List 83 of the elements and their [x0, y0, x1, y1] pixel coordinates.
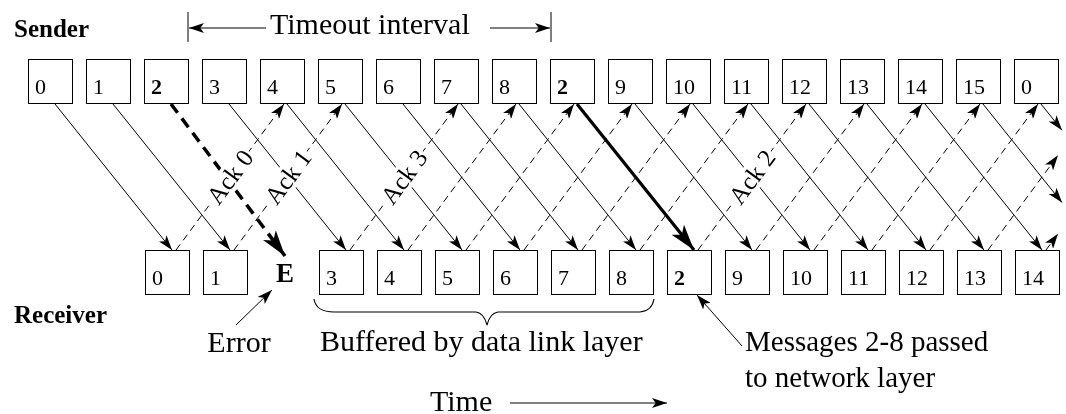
arrow	[696, 294, 743, 347]
error-label: Error	[207, 324, 271, 361]
frame-box	[28, 59, 73, 104]
frame-number: 13	[847, 75, 869, 98]
frame-number: 9	[615, 75, 626, 98]
frame-box	[435, 250, 480, 295]
arrow	[286, 103, 405, 251]
frame-box	[376, 59, 421, 104]
frame-box	[724, 59, 769, 104]
frame-box	[609, 250, 654, 295]
arrow	[982, 103, 1063, 204]
frame-box	[783, 250, 828, 295]
frame-number: 10	[790, 266, 812, 289]
frame-number: 5	[442, 266, 453, 289]
frame-number: 3	[209, 75, 220, 98]
frame-box	[319, 250, 364, 295]
sender-label: Sender	[14, 16, 89, 41]
frame-number: 7	[558, 266, 569, 289]
frame-number: 8	[616, 266, 627, 289]
frame-number: 0	[35, 75, 46, 98]
frame-number: 0	[152, 266, 163, 289]
frame-box	[86, 59, 131, 104]
frame-number: 9	[732, 266, 743, 289]
frame-number: 14	[1022, 266, 1044, 289]
arrow	[1040, 103, 1063, 131]
arrow	[1045, 233, 1059, 251]
frame-number: 13	[964, 266, 986, 289]
frame-number: 1	[210, 266, 221, 289]
frame-box	[666, 59, 711, 104]
frame-box	[550, 59, 595, 104]
frame-number: 12	[906, 266, 928, 289]
receiver-label: Receiver	[14, 302, 107, 327]
frame-box	[898, 59, 943, 104]
frame-box	[318, 59, 363, 104]
frame-box	[725, 250, 770, 295]
arrow	[54, 103, 173, 251]
frame-number: 11	[731, 75, 753, 98]
frame-number: 8	[499, 75, 510, 98]
frame-box	[841, 250, 886, 295]
frame-box	[260, 59, 305, 104]
frame-box	[608, 59, 653, 104]
dimension-label: Timeout interval	[270, 9, 470, 39]
note-text: Messages 2-8 passed to network layer	[745, 323, 990, 395]
axis-label: Time	[430, 386, 493, 414]
frame-number: 15	[963, 75, 985, 98]
frame-box	[1015, 250, 1060, 295]
frame-number: 0	[1021, 75, 1032, 98]
frame-number: 5	[325, 75, 336, 98]
frame-box	[202, 59, 247, 104]
frame-number: 2	[674, 266, 685, 289]
frame-number: 14	[905, 75, 927, 98]
frame-box	[957, 250, 1002, 295]
frame-number: 12	[789, 75, 811, 98]
frame-number: 4	[267, 75, 278, 98]
frame-number: 1	[93, 75, 104, 98]
frame-number: 4	[384, 266, 395, 289]
arrow	[987, 154, 1059, 251]
frame-box	[782, 59, 827, 104]
frame-box	[899, 250, 944, 295]
frame-box	[840, 59, 885, 104]
frame-box	[492, 59, 537, 104]
arrow	[112, 103, 231, 251]
frame-box	[434, 59, 479, 104]
frame-box	[145, 250, 190, 295]
frame-box	[956, 59, 1001, 104]
frame-number: 10	[673, 75, 695, 98]
frame-box	[203, 250, 248, 295]
frame-number: 2	[557, 75, 568, 98]
frame-box	[144, 59, 189, 104]
frame-number: 6	[383, 75, 394, 98]
arrow	[235, 289, 273, 326]
frame-number: 6	[500, 266, 511, 289]
frame-number: 2	[151, 75, 162, 98]
frame-box	[493, 250, 538, 295]
frame-box	[551, 250, 596, 295]
frame-box	[667, 250, 712, 295]
error-mark: E	[276, 259, 294, 287]
brace-label: Buffered by data link layer	[320, 326, 643, 356]
frame-number: 7	[441, 75, 452, 98]
frame-number: 11	[848, 266, 870, 289]
frame-number: 3	[326, 266, 337, 289]
frame-box	[377, 250, 422, 295]
frame-box	[1014, 59, 1059, 104]
